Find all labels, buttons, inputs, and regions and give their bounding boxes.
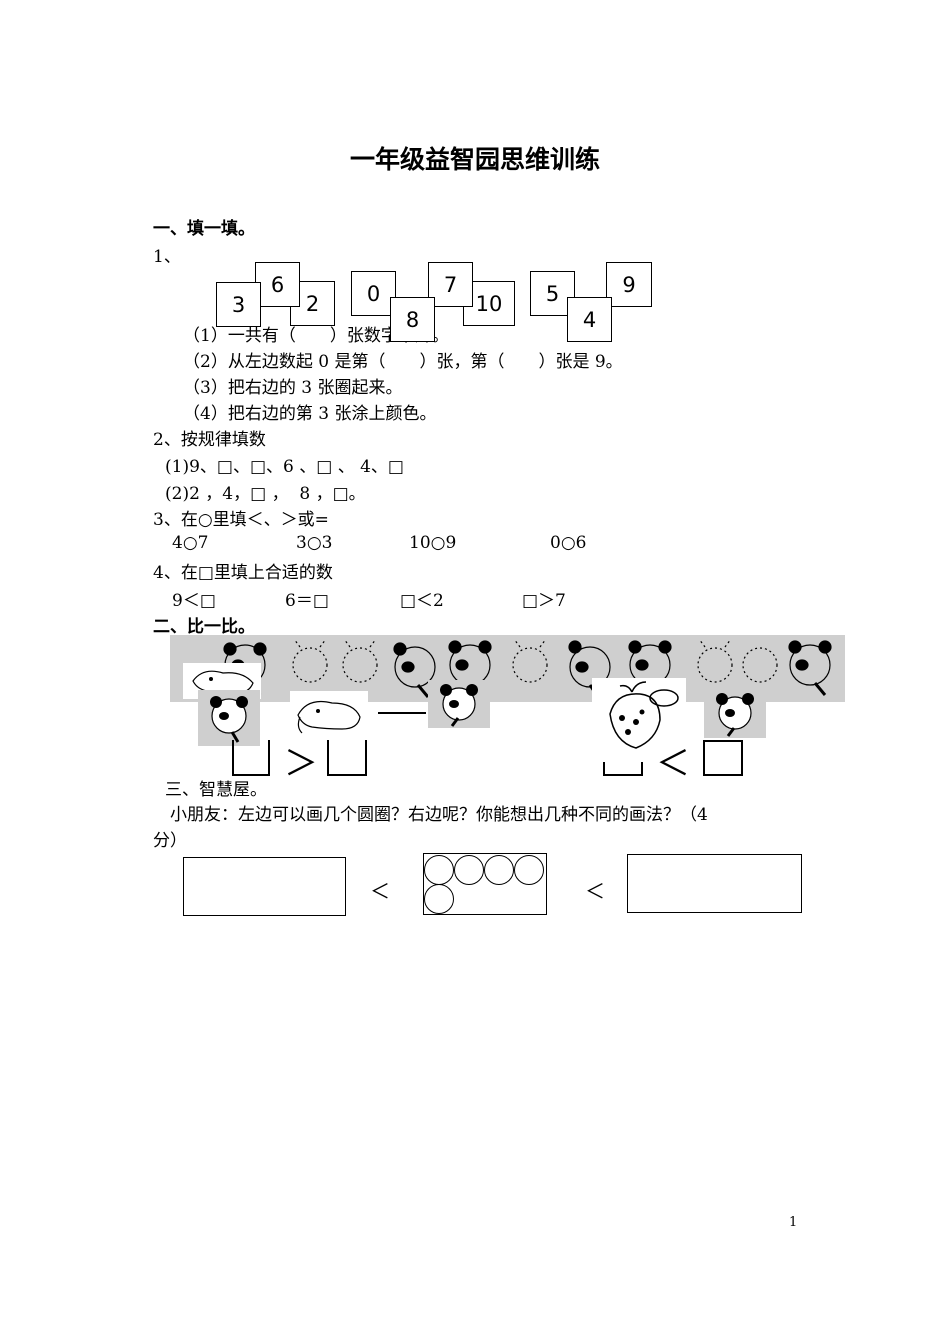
q1-line-2: （2）从左边数起 0 是第（ ）张，第（ ）张是 9。 bbox=[183, 352, 623, 372]
drawing-box-right[interactable] bbox=[627, 854, 802, 913]
q3-item: 0○6 bbox=[550, 533, 587, 553]
circle-shape bbox=[484, 855, 514, 885]
drawing-box-middle bbox=[423, 853, 547, 915]
section2-heading: 二、比一比。 bbox=[153, 617, 255, 637]
panda-icon bbox=[788, 640, 832, 696]
deer-icon bbox=[292, 638, 328, 683]
q1-line-3: （3）把右边的 3 张圈起来。 bbox=[183, 378, 403, 398]
number-card: 4 bbox=[567, 297, 612, 342]
section3-heading: 三、智慧屋。 bbox=[165, 780, 267, 800]
less-than-symbol: ＜ bbox=[370, 879, 390, 903]
deer-icon bbox=[512, 638, 548, 683]
number-card: 0 bbox=[351, 271, 396, 316]
deer-icon bbox=[609, 681, 679, 749]
panda-card bbox=[704, 688, 766, 738]
answer-box[interactable] bbox=[603, 762, 643, 776]
page-title: 一年级益智园思维训练 bbox=[349, 145, 600, 174]
deer-icon bbox=[697, 638, 733, 683]
answer-box[interactable] bbox=[327, 740, 367, 776]
circle-shape bbox=[424, 855, 454, 885]
section3-prompt-cont: 分） bbox=[153, 831, 187, 851]
number-card: 9 bbox=[606, 262, 652, 307]
deer-icon bbox=[742, 647, 778, 683]
q2-label: 2、按规律填数 bbox=[153, 430, 266, 450]
q4-item: □＜2 bbox=[400, 591, 444, 611]
page-number: 1 bbox=[789, 1215, 798, 1230]
circle-shape bbox=[424, 884, 454, 914]
answer-box[interactable] bbox=[232, 740, 270, 776]
q3-label: 3、在○里填＜、＞或= bbox=[153, 510, 329, 530]
panda-icon bbox=[210, 696, 248, 743]
q2-line-2: (2)2 ，4，□ ， 8 ，□。 bbox=[165, 484, 366, 504]
panda-icon bbox=[440, 684, 478, 727]
drawing-box-left[interactable] bbox=[183, 857, 346, 916]
deer-box bbox=[592, 678, 686, 760]
q4-item: 6＝□ bbox=[285, 591, 329, 611]
number-card: 3 bbox=[216, 282, 261, 327]
greater-than-symbol: ＞ bbox=[284, 744, 318, 784]
section3-prompt: 小朋友：左边可以画几个圆圈？右边呢？你能想出几种不同的画法？（4 bbox=[170, 805, 708, 825]
q4-item: 9＜□ bbox=[172, 591, 216, 611]
panda-icon bbox=[716, 693, 754, 737]
answer-box[interactable] bbox=[703, 740, 743, 776]
elephant-icon bbox=[297, 700, 361, 734]
q3-item: 10○9 bbox=[409, 533, 457, 553]
circle-shape bbox=[454, 855, 484, 885]
q1-label: 1、 bbox=[153, 247, 181, 267]
q4-item: □＞7 bbox=[522, 591, 566, 611]
q3-item: 3○3 bbox=[296, 533, 333, 553]
q2-line-1: (1)9、□、□、6 、□ 、 4、□ bbox=[165, 457, 404, 477]
panda-icon bbox=[393, 642, 436, 698]
q1-line-4: （4）把右边的第 3 张涂上颜色。 bbox=[183, 404, 437, 424]
section1-heading: 一、填一填。 bbox=[153, 219, 255, 239]
deer-icon bbox=[342, 638, 378, 683]
elephant-box bbox=[290, 691, 368, 739]
number-card: 6 bbox=[255, 262, 300, 307]
number-card: 7 bbox=[428, 262, 473, 307]
less-than-symbol: ＜ bbox=[585, 879, 605, 903]
q3-item: 4○7 bbox=[172, 533, 209, 553]
circle-shape bbox=[514, 855, 544, 885]
panda-card bbox=[198, 690, 260, 746]
number-card: 8 bbox=[390, 297, 435, 342]
blank-line bbox=[378, 712, 426, 714]
less-than-symbol: ＜ bbox=[656, 744, 690, 784]
panda-card bbox=[428, 680, 490, 728]
panda-icon bbox=[448, 640, 492, 686]
q4-label: 4、在□里填上合适的数 bbox=[153, 563, 333, 583]
